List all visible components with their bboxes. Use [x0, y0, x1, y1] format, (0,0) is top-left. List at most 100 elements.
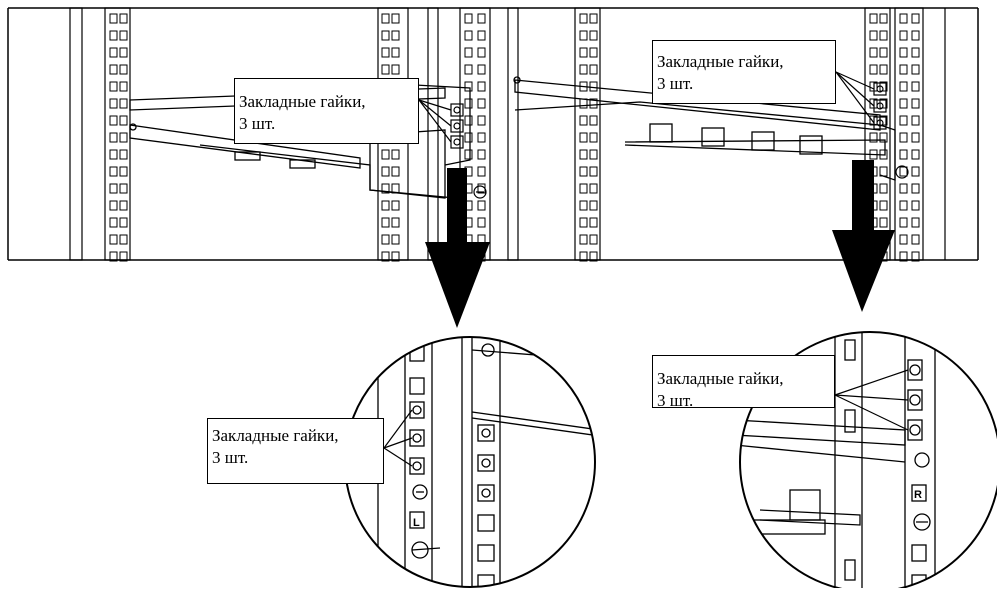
- rack-hole: [911, 149, 920, 160]
- rack-hole: [381, 13, 390, 24]
- rack-hole: [589, 132, 598, 143]
- rack-hole: [589, 47, 598, 58]
- rack-hole: [911, 132, 920, 143]
- rack-hole: [579, 132, 588, 143]
- rack-hole: [391, 47, 400, 58]
- rack-hole: [477, 47, 486, 58]
- rack-hole: [879, 166, 888, 177]
- rack-hole: [879, 64, 888, 75]
- callout-line2: 3 шт.: [657, 391, 694, 408]
- rack-hole: [119, 149, 128, 160]
- rack-hole: [579, 217, 588, 228]
- rack-hole: [899, 251, 908, 262]
- rack-hole: [579, 98, 588, 109]
- callout-line1: Закладные гайки,: [239, 92, 366, 111]
- rack-hole: [381, 234, 390, 245]
- rack-hole: [381, 200, 390, 211]
- rack-hole: [119, 234, 128, 245]
- rack-hole: [119, 115, 128, 126]
- rack-hole: [869, 64, 878, 75]
- callout-cage-nuts-bottom-left: Закладные гайки, 3 шт.: [207, 418, 384, 484]
- rack-hole: [464, 30, 473, 41]
- rack-hole: [381, 217, 390, 228]
- callout-line1: Закладные гайки,: [657, 52, 784, 71]
- leader-lines-top: [418, 71, 875, 143]
- rack-hole: [109, 64, 118, 75]
- rack-hole: [589, 64, 598, 75]
- rack-hole: [579, 234, 588, 245]
- rack-hole: [589, 115, 598, 126]
- rack-hole: [589, 234, 598, 245]
- rack-hole: [391, 217, 400, 228]
- callout-line1: Закладные гайки,: [657, 369, 784, 388]
- rack-hole: [911, 98, 920, 109]
- rack-hole: [391, 30, 400, 41]
- rack-hole: [381, 166, 390, 177]
- rack-hole: [381, 251, 390, 262]
- rack-hole: [589, 217, 598, 228]
- rack-hole: [477, 217, 486, 228]
- rack-hole: [109, 251, 118, 262]
- rack-hole: [911, 234, 920, 245]
- rack-posts-top: [69, 7, 946, 261]
- rack-hole: [589, 81, 598, 92]
- rack-hole: [879, 13, 888, 24]
- rack-hole: [579, 64, 588, 75]
- callout-cage-nuts-top-left: Закладные гайки, 3 шт.: [234, 78, 419, 144]
- rack-hole: [391, 64, 400, 75]
- rack-hole: [899, 30, 908, 41]
- rack-hole: [911, 115, 920, 126]
- rack-hole: [589, 13, 598, 24]
- rack-hole: [109, 13, 118, 24]
- rack-hole: [911, 64, 920, 75]
- rack-hole: [899, 132, 908, 143]
- rack-hole: [579, 183, 588, 194]
- rack-hole: [119, 64, 128, 75]
- rack-hole: [109, 200, 118, 211]
- rack-hole: [899, 217, 908, 228]
- rack-hole: [911, 183, 920, 194]
- leader-lines-bottom: [383, 369, 909, 467]
- rack-hole: [109, 30, 118, 41]
- callout-line2: 3 шт.: [657, 74, 694, 93]
- rack-hole: [579, 149, 588, 160]
- rack-hole: [109, 183, 118, 194]
- rack-hole: [869, 47, 878, 58]
- rack-hole: [109, 132, 118, 143]
- rack-hole: [109, 234, 118, 245]
- zoom-circle-left: L: [344, 336, 596, 588]
- rack-hole: [911, 30, 920, 41]
- rack-hole: [381, 64, 390, 75]
- rack-hole: [109, 47, 118, 58]
- rack-hole: [464, 47, 473, 58]
- rack-hole: [879, 183, 888, 194]
- rack-hole: [899, 13, 908, 24]
- rack-hole: [477, 166, 486, 177]
- rack-hole: [579, 251, 588, 262]
- rack-hole: [911, 13, 920, 24]
- rack-hole: [869, 132, 878, 143]
- rack-hole: [579, 47, 588, 58]
- rack-hole: [391, 251, 400, 262]
- rack-hole: [381, 183, 390, 194]
- rack-hole: [911, 251, 920, 262]
- rack-hole: [119, 47, 128, 58]
- rack-hole: [391, 166, 400, 177]
- rack-hole: [464, 64, 473, 75]
- rack-hole: [119, 132, 128, 143]
- rack-hole: [879, 217, 888, 228]
- rack-hole: [899, 115, 908, 126]
- callout-line2: 3 шт.: [212, 448, 249, 467]
- rack-hole: [119, 13, 128, 24]
- rack-hole: [477, 115, 486, 126]
- rack-hole: [119, 166, 128, 177]
- rack-hole: [589, 183, 598, 194]
- rack-label-left: L: [413, 517, 420, 529]
- rack-hole: [911, 217, 920, 228]
- top-panel: [7, 7, 979, 261]
- rack-hole: [911, 81, 920, 92]
- rack-hole: [589, 30, 598, 41]
- rack-hole: [477, 64, 486, 75]
- rack-hole: [899, 98, 908, 109]
